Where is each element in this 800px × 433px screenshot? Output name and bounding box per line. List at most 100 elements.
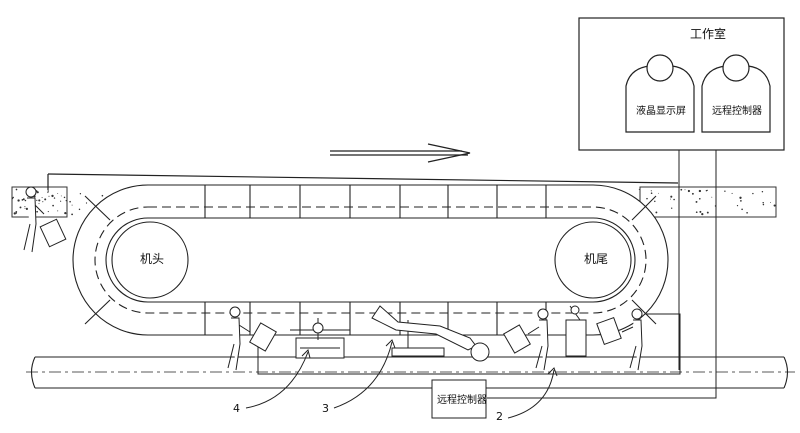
rock-speck	[770, 201, 771, 203]
callout-4: 4	[233, 349, 311, 415]
rock-speck	[739, 196, 742, 199]
rock-speck	[42, 201, 44, 203]
rock-speck	[17, 199, 20, 202]
rock-speck	[47, 190, 49, 192]
rock-speck	[650, 192, 653, 194]
rock-speck	[69, 200, 71, 203]
machine-2	[565, 305, 587, 357]
rock-speck	[731, 192, 733, 194]
monitor-operator	[625, 54, 695, 133]
rock-speck	[57, 210, 59, 212]
rock-speck	[762, 203, 765, 206]
rock-speck	[85, 202, 88, 204]
rock-speck	[711, 196, 713, 198]
rock-speck	[673, 198, 675, 201]
remote-label: 远程控制器	[712, 104, 762, 117]
worker-left-edge	[23, 186, 67, 253]
rock-speck	[22, 198, 25, 201]
rock-speck	[48, 195, 50, 197]
rock-speck	[701, 212, 704, 216]
rock-speck	[706, 211, 709, 214]
rock-speck	[64, 212, 67, 215]
belt-divider	[631, 299, 657, 325]
rock-speck	[746, 211, 748, 214]
rock-speck	[52, 204, 54, 207]
remote-operator	[701, 54, 771, 133]
rock-speck	[670, 195, 673, 198]
rock-speck	[741, 208, 743, 211]
rock-speck	[13, 212, 16, 215]
rock-speck	[736, 204, 739, 207]
belt-divider	[84, 299, 111, 325]
rock-speck	[655, 211, 658, 214]
rock-speck	[705, 190, 708, 192]
rock-speck	[60, 195, 62, 197]
tail-label: 机尾	[584, 252, 608, 266]
rock-speck	[101, 194, 104, 197]
rock-speck	[25, 207, 28, 210]
rock-speck	[650, 190, 652, 192]
rock-speck	[646, 197, 648, 200]
rock-speck	[78, 208, 81, 211]
studio: 工作室 液晶显示屏 远程控制器	[578, 17, 785, 151]
rock-speck	[24, 205, 26, 208]
rock-speck	[761, 190, 764, 193]
rock-speck	[695, 200, 698, 203]
rock-speck	[47, 191, 49, 194]
rock-speck	[53, 197, 56, 199]
rock-speck	[699, 210, 702, 213]
rock-speck	[669, 198, 671, 200]
rock-speck	[658, 192, 659, 194]
rock-speck	[47, 211, 49, 213]
belt-divider	[84, 195, 111, 221]
machine-3	[371, 305, 490, 362]
ground-remote: 远程控制器	[431, 379, 487, 419]
conveyor-loop	[72, 184, 669, 336]
rock-speck	[38, 203, 40, 205]
tail-wheel	[554, 221, 632, 299]
direction-arrow	[330, 143, 471, 163]
rock-speck	[24, 207, 26, 209]
rock-speck	[695, 211, 698, 214]
head-label: 机头	[140, 252, 164, 266]
rock-speck	[11, 197, 14, 200]
callout-4-label: 4	[233, 402, 240, 415]
rock-speck	[44, 198, 47, 201]
rock-speck	[654, 200, 656, 203]
callout-2: 2	[496, 367, 558, 423]
rock-speck	[691, 192, 694, 195]
rock-speck	[57, 192, 59, 194]
top-conveyor	[47, 173, 679, 190]
worker-center-right	[503, 308, 549, 371]
rock-speck	[638, 188, 640, 190]
rock-speck	[15, 211, 18, 213]
rock-speck	[79, 193, 82, 195]
worker-center-left	[227, 306, 277, 371]
rock-speck	[71, 213, 73, 216]
rock-speck	[21, 199, 24, 201]
studio-title: 工作室	[690, 26, 726, 41]
rock-speck	[687, 189, 691, 193]
rock-speck	[65, 200, 67, 202]
monitor-label: 液晶显示屏	[636, 104, 686, 117]
worker-right	[596, 308, 643, 371]
control-wires	[487, 150, 717, 399]
belt-divider	[631, 195, 657, 221]
rock-speck	[71, 204, 73, 206]
rock-speck	[698, 189, 702, 193]
rock-speck	[671, 207, 673, 209]
rock-speck	[38, 199, 41, 202]
rock-speck	[680, 188, 683, 191]
ground-remote-label: 远程控制器	[437, 393, 487, 406]
rock-speck	[15, 212, 17, 214]
callout-3-label: 3	[322, 402, 329, 415]
rock-speck	[19, 206, 22, 209]
rock-speck	[762, 201, 764, 204]
head-wheel	[111, 221, 189, 299]
rock-speck	[63, 196, 66, 199]
rock-speck	[684, 189, 686, 191]
rock-speck	[24, 199, 27, 202]
rock-speck	[36, 191, 39, 194]
rock-speck	[60, 200, 62, 202]
rock-speck	[774, 205, 776, 207]
